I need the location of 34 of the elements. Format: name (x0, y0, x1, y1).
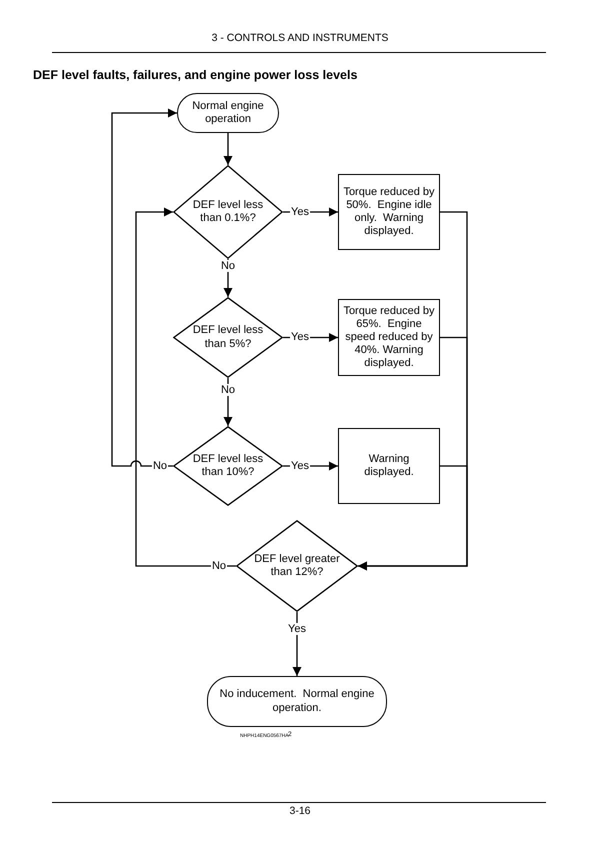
edge-label: No (152, 460, 168, 472)
decision-text: DEF level less than 10%? (192, 452, 264, 480)
terminal-box (177, 93, 279, 133)
decision-diamond (173, 165, 283, 259)
edge-label: Yes (287, 622, 307, 636)
edge-label: Yes (290, 206, 310, 218)
arrow (358, 465, 468, 570)
process-text: Torque reduced by 50%. Engine idle only. Warning displayed. (342, 186, 436, 238)
terminal-text: No inducement. Normal engine operation. (218, 688, 376, 715)
process-text: Warning displayed. (363, 452, 415, 480)
arrow (224, 133, 232, 165)
decision-text: DEF level greater than 12%? (253, 552, 341, 580)
arrow (292, 612, 302, 676)
process-text: Torque reduced by 65%. Engine speed reduced by 40%. Warning displayed. (342, 304, 436, 370)
arrow (111, 108, 177, 467)
page-number: 3-16 (290, 805, 310, 817)
process-box (338, 174, 440, 250)
edge-label: No (220, 260, 236, 272)
terminal-text: Normal engine operation (191, 100, 265, 126)
decision-text: DEF level less than 5%? (192, 324, 264, 351)
decision-diamond (173, 426, 283, 506)
decision-diamond (173, 297, 283, 378)
process-box (338, 428, 440, 504)
process-box (338, 299, 440, 376)
diagram-title: DEF level faults, failures, and engine power loss levels (33, 68, 358, 82)
page-header: 3 - CONTROLS AND INSTRUMENTS (212, 32, 388, 44)
edge-label: Yes (290, 460, 310, 472)
edge-label: No (220, 384, 236, 396)
terminal-box (207, 676, 387, 727)
decision-text: DEF level less than 0.1%? (192, 198, 264, 226)
edge-label: Yes (290, 330, 310, 344)
edge-label: No (210, 560, 228, 572)
arrow (135, 208, 236, 567)
decision-diamond (236, 520, 358, 612)
